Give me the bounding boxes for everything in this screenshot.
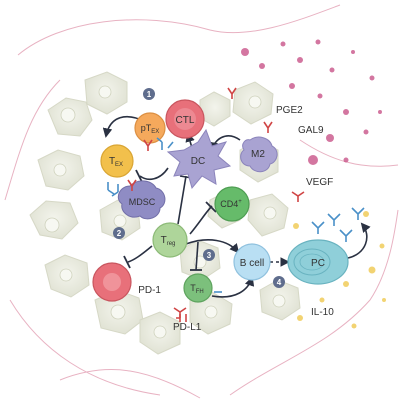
inhibit-treg-to-dc xyxy=(177,175,187,225)
inhibit-treg-to-cd4 xyxy=(189,205,213,235)
label-bcell: B cell xyxy=(240,258,264,269)
antibody-receptors xyxy=(107,137,365,293)
cell-pc: PC xyxy=(287,239,349,285)
label-pd1: PD-1 xyxy=(138,285,161,296)
label-vegf: VEGF xyxy=(306,177,333,188)
label-ctl: CTL xyxy=(176,115,195,126)
cell-tfh: TFH xyxy=(183,273,213,303)
label-il10: IL-10 xyxy=(311,307,334,318)
cell-tumor-red xyxy=(92,262,132,302)
label-mdsc: MDSC xyxy=(129,197,156,207)
svg-text:2: 2 xyxy=(117,229,122,238)
inhibit-dc-to-tex xyxy=(139,167,169,181)
pdl1-receptor xyxy=(176,314,187,322)
label-tex: T xyxy=(109,156,115,167)
svg-text:TEX: TEX xyxy=(109,156,123,168)
tissue-outlines xyxy=(4,4,399,399)
soluble-factor-dots-yellow xyxy=(293,211,386,329)
cell-ptex: pTEX xyxy=(134,112,166,144)
svg-text:pTEX: pTEX xyxy=(141,123,160,135)
label-treg: T xyxy=(161,235,167,246)
label-tex-sub: EX xyxy=(115,162,123,168)
svg-text:3: 3 xyxy=(207,251,212,260)
cell-bcell: B cell xyxy=(233,243,271,281)
svg-text:Treg: Treg xyxy=(161,235,176,247)
svg-text:TFH: TFH xyxy=(190,283,204,295)
arrow-antibodies-loop xyxy=(347,222,371,259)
label-ptex-sub: EX xyxy=(151,129,159,135)
arrow-tfh-to-bcell xyxy=(211,276,255,298)
inhibit-cd4-to-tfh xyxy=(195,241,199,271)
soluble-factor-dots-pink xyxy=(241,39,382,165)
label-tfh-sub: FH xyxy=(196,289,204,295)
label-cd4-sup: + xyxy=(238,199,242,205)
inhibit-treg-to-tumor xyxy=(127,245,153,263)
label-gal9: GAL9 xyxy=(298,125,324,136)
pd1-receptors xyxy=(127,87,305,318)
cell-cd4: CD4+ xyxy=(214,186,250,222)
svg-text:CD4+: CD4+ xyxy=(220,199,242,209)
step-marker-3: 3 xyxy=(203,249,215,261)
svg-text:4: 4 xyxy=(277,278,282,287)
arrow-treg-to-bcell xyxy=(185,239,240,254)
inhibition-bars xyxy=(123,169,217,271)
cell-tex: TEX xyxy=(100,144,134,178)
label-pc: PC xyxy=(311,258,325,269)
cell-ctl: CTL xyxy=(165,99,205,139)
label-ptex: pT xyxy=(141,123,152,133)
step-marker-1: 1 xyxy=(143,88,155,100)
svg-text:1: 1 xyxy=(147,90,152,99)
step-marker-2: 2 xyxy=(113,227,125,239)
label-dc: DC xyxy=(191,156,205,167)
cell-treg: Treg xyxy=(152,222,188,258)
label-pdl1: PD-L1 xyxy=(173,322,202,333)
label-cd4: CD4 xyxy=(220,199,238,209)
label-m2: M2 xyxy=(251,149,265,160)
cell-m2: M2 xyxy=(240,136,278,173)
label-treg-sub: reg xyxy=(167,241,176,247)
cell-mdsc: MDSC xyxy=(117,180,166,220)
label-tfh: T xyxy=(190,283,196,293)
label-pge2: PGE2 xyxy=(276,105,303,116)
step-marker-4: 4 xyxy=(273,276,285,288)
cell-dc: DC xyxy=(166,128,232,190)
